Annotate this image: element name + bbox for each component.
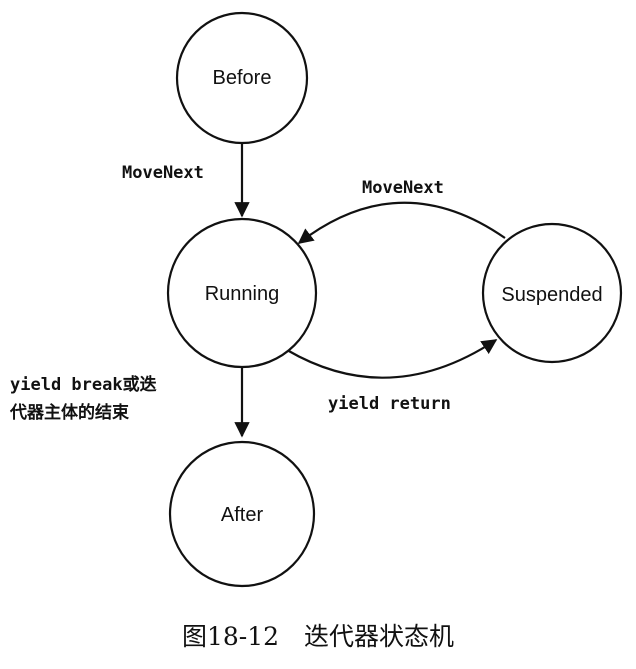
label-before-to-running: MoveNext — [122, 163, 204, 183]
label-running-to-suspended: yield return — [328, 394, 451, 414]
edge-suspended-to-running — [297, 201, 506, 244]
state-running: Running — [166, 217, 318, 369]
state-before-label: Before — [213, 67, 272, 89]
state-after-label: After — [221, 504, 264, 526]
state-suspended-circle — [481, 222, 623, 364]
edge-running-to-suspended — [286, 339, 498, 379]
state-running-circle — [166, 217, 318, 369]
state-before-circle — [175, 11, 309, 145]
label-running-to-after-line2: 代器主体的结束 — [9, 402, 129, 423]
state-after: After — [168, 440, 316, 588]
label-suspended-to-running: MoveNext — [362, 178, 444, 198]
label-running-to-after-line1: yield break或迭 — [10, 374, 157, 395]
state-after-circle — [168, 440, 316, 588]
state-suspended-label: Suspended — [501, 284, 602, 306]
state-running-label: Running — [205, 283, 280, 305]
state-before: Before — [175, 11, 309, 145]
figure-caption: 图18-12 迭代器状态机 — [182, 622, 454, 651]
state-suspended: Suspended — [481, 222, 623, 364]
